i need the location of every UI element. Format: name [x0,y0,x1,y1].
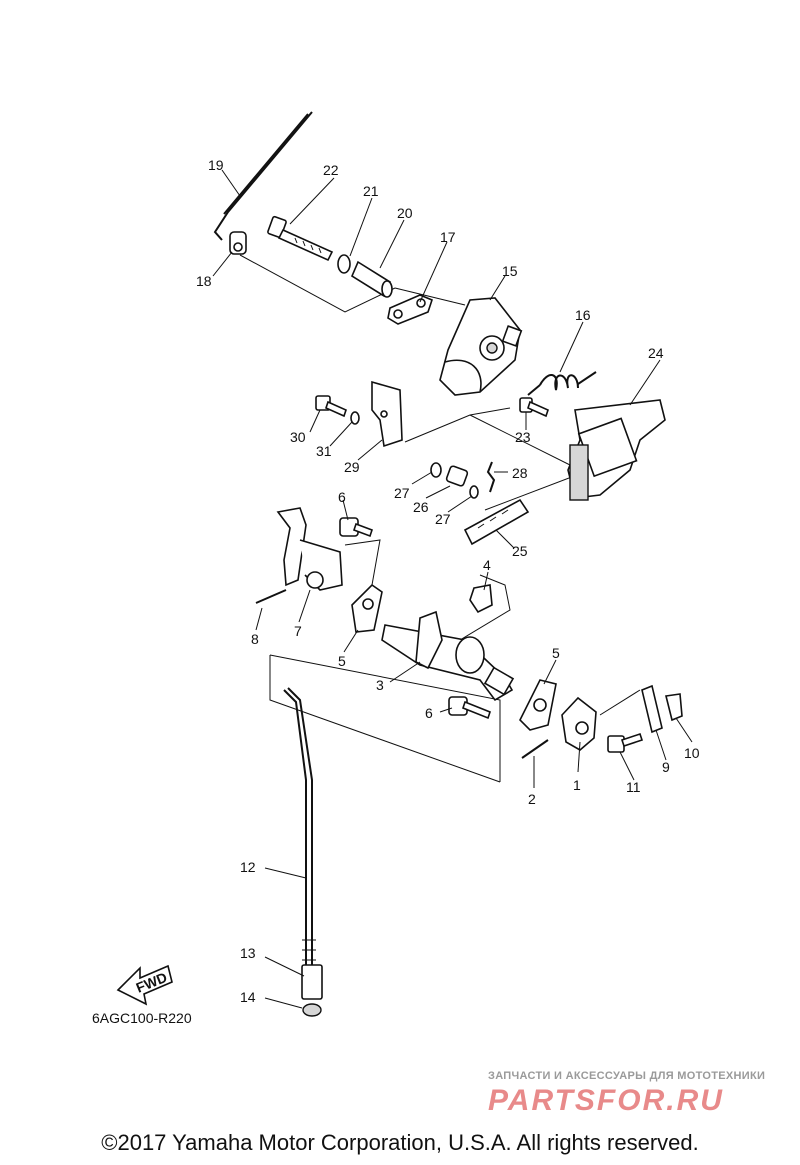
callout-27b: 27 [435,511,451,527]
callout-18: 18 [196,273,212,289]
link-17 [387,294,433,325]
callout-30: 30 [290,429,306,445]
callout-5a: 5 [338,653,346,669]
shift-lever-7 [276,507,343,591]
watermark: ЗАПЧАСТИ И АКСЕССУАРЫ ДЛЯ МОТОТЕХНИКИ PA… [488,1070,788,1121]
callout-22: 22 [323,162,339,178]
plate-29 [371,380,403,448]
plate-9 [641,684,663,734]
washer-27b [469,485,479,499]
washer-31 [350,411,360,425]
callout-9: 9 [662,759,670,775]
callout-10: 10 [684,745,700,761]
joint-5a [351,583,383,633]
callout-25: 25 [512,543,528,559]
diagram-code: 6AGC100-R220 [92,1010,192,1026]
pin-2 [521,739,549,759]
callout-29: 29 [344,459,360,475]
callout-leaders [212,169,693,1009]
callout-13: 13 [240,945,256,961]
rod-clip-18 [229,231,247,255]
callout-4: 4 [483,557,491,573]
callout-7: 7 [294,623,302,639]
callout-20: 20 [397,205,413,221]
callout-28: 28 [512,465,528,481]
spring-16 [527,371,597,396]
callout-19: 19 [208,157,224,173]
clip-4 [469,584,493,614]
callout-17: 17 [440,229,456,245]
assembly-guide-lines [239,254,641,783]
washer-21 [337,254,351,274]
collar-20 [350,260,393,298]
copyright-notice: ©2017 Yamaha Motor Corporation, U.S.A. A… [101,1130,699,1155]
collar-26 [445,465,469,487]
callout-6a: 6 [338,489,346,505]
joint-5b [519,679,557,731]
callout-8: 8 [251,631,259,647]
bolt-11 [607,732,644,753]
callout-27a: 27 [394,485,410,501]
link-25 [463,498,530,546]
callout-15: 15 [502,263,518,279]
callout-21: 21 [363,183,379,199]
callout-31: 31 [316,443,332,459]
pin-28 [486,461,496,493]
washer-27a [430,462,442,478]
svg-text:PARTSFOR.RU: PARTSFOR.RU [488,1084,724,1116]
nut-14 [302,1003,322,1017]
callout-6b: 6 [425,705,433,721]
callout-3: 3 [376,677,384,693]
callout-12: 12 [240,859,256,875]
shift-rod-12 [283,687,316,980]
throttle-cam-15 [439,297,523,396]
shift-shaft-3 [381,610,515,702]
bolt-22 [267,215,334,262]
fwd-arrow-icon: FWD [116,964,173,1006]
partsfor-logo: PARTSFOR.RU [488,1084,724,1117]
bolt-30 [315,395,347,418]
bolt-6b [448,696,491,720]
callout-23: 23 [515,429,531,445]
callout-1: 1 [573,777,581,793]
callout-11: 11 [626,779,641,795]
nut-13 [301,964,323,1000]
watermark-tagline: ЗАПЧАСТИ И АКСЕССУАРЫ ДЛЯ МОТОТЕХНИКИ [488,1070,766,1082]
callout-2: 2 [528,791,536,807]
callout-16: 16 [575,307,591,323]
bolt-6a [339,517,374,538]
callout-24: 24 [648,345,664,361]
plate-10 [665,693,683,722]
callout-5b: 5 [552,645,560,661]
lever-1 [561,696,597,751]
callout-14: 14 [240,989,256,1005]
bolt-23 [519,397,549,418]
callout-26: 26 [413,499,429,515]
bracket-24 [567,399,666,501]
pin-8 [255,589,287,604]
throttle-rod-19 [213,111,313,241]
